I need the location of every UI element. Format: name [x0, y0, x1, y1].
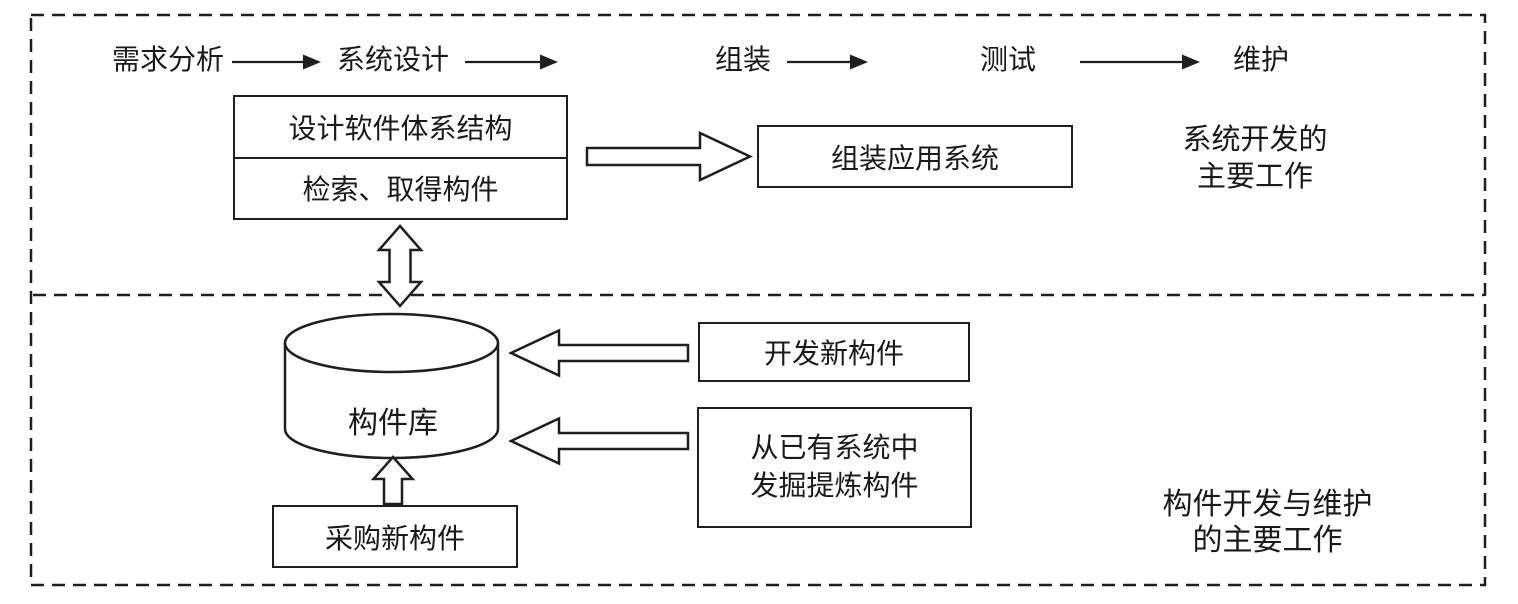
- component-repository-cylinder: [283, 312, 500, 460]
- mine-components-box: 从已有系统中 发掘提炼构件: [697, 407, 972, 528]
- retrieve-components-row: 检索、取得构件: [302, 175, 499, 207]
- assemble-system-box: 组装应用系统: [757, 125, 1073, 188]
- block-arrow-left-mine: [508, 416, 690, 466]
- mine-components-line2: 发掘提炼构件: [750, 470, 919, 502]
- flow-arrow-1: [232, 54, 321, 70]
- component-repository-label: 构件库: [348, 407, 438, 440]
- component-dev-annotation: 构件开发与维护 的主要工作: [1140, 487, 1395, 559]
- system-dev-annotation-line1: 系统开发的: [1182, 124, 1328, 156]
- flow-step-testing: 测试: [979, 45, 1036, 76]
- outer-dashed-border: [29, 13, 1487, 587]
- component-dev-annotation-line1: 构件开发与维护: [1162, 488, 1373, 521]
- design-architecture-row: 设计软件体系结构: [235, 97, 566, 159]
- design-retrieve-box: 设计软件体系结构 检索、取得构件: [233, 95, 568, 220]
- block-arrow-up-purchase: [370, 455, 416, 506]
- flow-step-assembly: 组装: [715, 45, 772, 76]
- flow-arrow-4: [1080, 54, 1200, 70]
- flow-step-maintenance: 维护: [1232, 45, 1289, 76]
- block-arrow-left-develop: [508, 328, 690, 378]
- flow-step-requirements: 需求分析: [112, 45, 225, 76]
- component-dev-annotation-line2: 的主要工作: [1192, 524, 1343, 557]
- develop-components-box: 开发新构件: [698, 322, 970, 382]
- flow-arrow-2: [465, 54, 558, 70]
- block-arrow-right-assemble: [585, 131, 753, 182]
- mine-components-line1: 从已有系统中: [750, 432, 919, 464]
- purchase-components-box: 采购新构件: [272, 505, 518, 568]
- flow-step-system-design: 系统设计: [337, 45, 450, 76]
- block-arrow-bidirectional-repository: [376, 224, 424, 308]
- system-dev-annotation-line2: 主要工作: [1196, 161, 1313, 193]
- flow-arrow-3: [787, 54, 868, 70]
- mine-components-text: 从已有系统中 发掘提炼构件: [750, 430, 918, 506]
- system-dev-annotation: 系统开发的 主要工作: [1165, 122, 1345, 196]
